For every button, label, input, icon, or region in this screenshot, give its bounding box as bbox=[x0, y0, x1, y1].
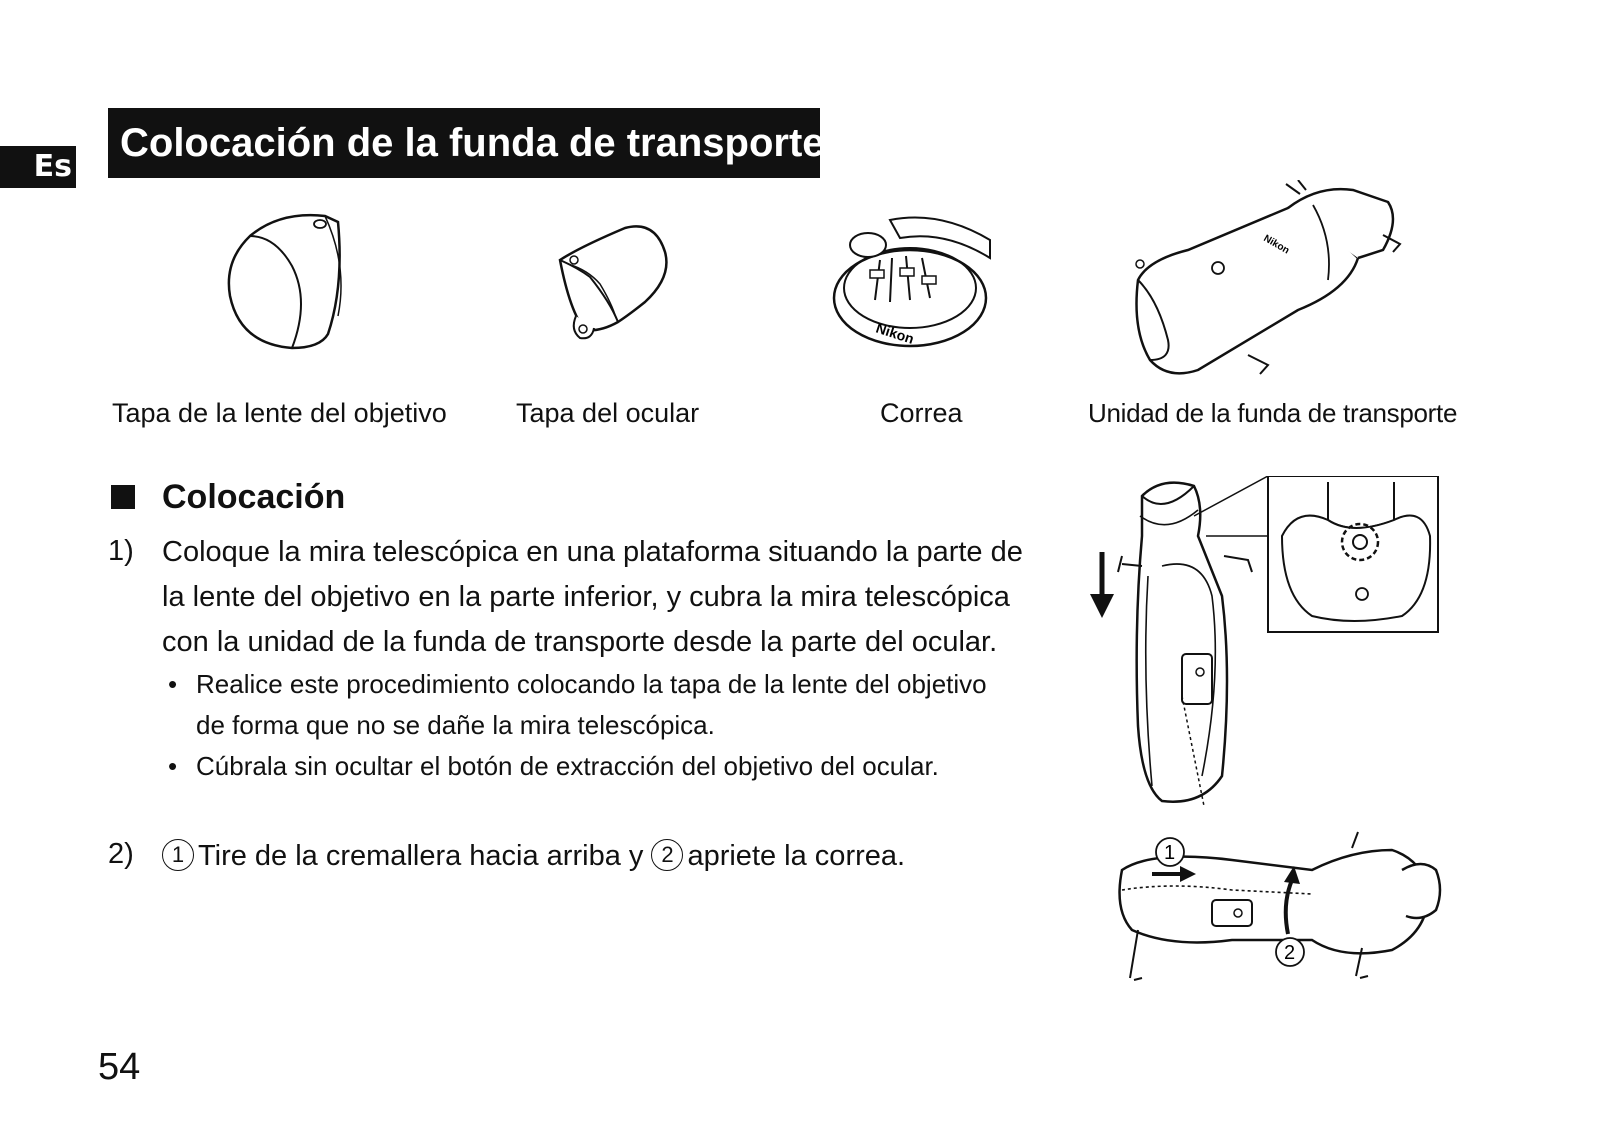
page-number: 54 bbox=[98, 1046, 141, 1088]
step-1-text: Coloque la mira telescópica en una plata… bbox=[162, 530, 1082, 665]
bullet-text-line: Cúbrala sin ocultar el botón de extracci… bbox=[196, 751, 939, 781]
section-title: Colocación bbox=[162, 478, 346, 516]
callout-number-1: 1 bbox=[1164, 842, 1175, 864]
step-1-figure bbox=[1090, 476, 1439, 807]
objective-lens-cap-illustration bbox=[227, 213, 342, 350]
right-arrow-icon bbox=[1152, 866, 1196, 882]
bullet-text: Realice este procedimiento colocando la … bbox=[196, 664, 1086, 746]
part-label-case-unit: Unidad de la funda de transporte bbox=[1088, 398, 1458, 428]
step-number: 2) bbox=[108, 838, 134, 870]
step-number: 1) bbox=[108, 535, 134, 567]
bullet-dot: • bbox=[168, 751, 178, 781]
part-label-strap: Correa bbox=[880, 398, 963, 428]
circled-number-1: 1 bbox=[162, 839, 194, 871]
bullet-text-line: de forma que no se dañe la mira telescóp… bbox=[196, 710, 715, 740]
step-2-figure: 1 2 bbox=[1118, 831, 1442, 981]
circled-number-2: 2 bbox=[651, 839, 684, 871]
strap-illustration: Nikon bbox=[832, 216, 991, 348]
step-2-part2: apriete la correa. bbox=[687, 840, 906, 872]
part-label-objective-cap: Tapa de la lente del objetivo bbox=[112, 398, 447, 428]
page-title: Colocación de la funda de transporte bbox=[108, 108, 825, 178]
callout-circle-2 bbox=[1275, 937, 1305, 967]
section-square-icon bbox=[111, 485, 135, 509]
part-label-eyepiece-cap: Tapa del ocular bbox=[516, 398, 700, 428]
step-text-line: con la unidad de la funda de transporte … bbox=[162, 626, 998, 658]
callout-circle-1 bbox=[1155, 837, 1185, 867]
bullet-dot: • bbox=[168, 669, 178, 699]
bullet-text: Cúbrala sin ocultar el botón de extracci… bbox=[196, 746, 1086, 787]
step-2-part1: Tire de la cremallera hacia arriba y bbox=[198, 840, 644, 872]
language-tab: Es bbox=[0, 146, 76, 188]
callout-number-2: 2 bbox=[1284, 942, 1295, 964]
eyepiece-cap-illustration bbox=[558, 225, 668, 340]
bullet-text-line: Realice este procedimiento colocando la … bbox=[196, 669, 987, 699]
step-text-line: la lente del objetivo en la parte inferi… bbox=[162, 581, 1010, 613]
down-arrow-icon bbox=[1090, 552, 1114, 618]
case-unit-illustration: Nikon bbox=[1135, 180, 1402, 375]
curved-up-arrow-icon bbox=[1283, 866, 1300, 935]
step-text-line: Coloque la mira telescópica en una plata… bbox=[162, 536, 1023, 568]
